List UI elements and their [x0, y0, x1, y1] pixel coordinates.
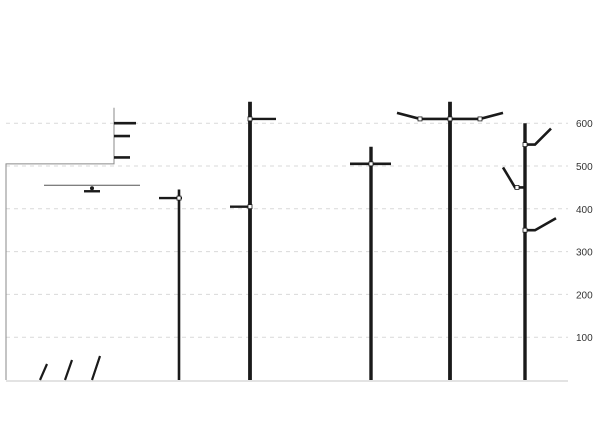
- lamp-head: [90, 186, 94, 191]
- y-tick-label: 100: [576, 333, 593, 344]
- pole-5-insulator-high: [522, 142, 528, 148]
- y-tick-label: 400: [576, 205, 593, 216]
- pole-5-insulator-low: [522, 227, 528, 233]
- pole-4-insulator: [477, 116, 483, 122]
- ground-post: [63, 359, 74, 381]
- y-tick-label: 300: [576, 248, 593, 259]
- y-tick-label: 200: [576, 290, 593, 301]
- pole-2-insulator-high: [247, 116, 253, 122]
- y-tick-label: 600: [576, 119, 593, 130]
- y-tick-label: 500: [576, 162, 593, 173]
- grid-lines: [6, 122, 568, 338]
- structures: [5, 101, 557, 381]
- ground-post: [90, 355, 102, 381]
- pole-2-insulator-low: [247, 204, 253, 210]
- pole-1-insulator: [176, 195, 182, 201]
- ground-post: [38, 363, 49, 381]
- pole-4-insulator: [447, 116, 453, 122]
- pole-4-insulator: [417, 116, 423, 122]
- y-axis-ticks: 100 200 300 400 500 600: [576, 119, 593, 344]
- pole-5-arm-low: [525, 217, 557, 232]
- pole-5-insulator-mid: [514, 184, 520, 190]
- pole-3-insulator: [368, 161, 374, 167]
- pole-5-arm-high: [525, 127, 552, 146]
